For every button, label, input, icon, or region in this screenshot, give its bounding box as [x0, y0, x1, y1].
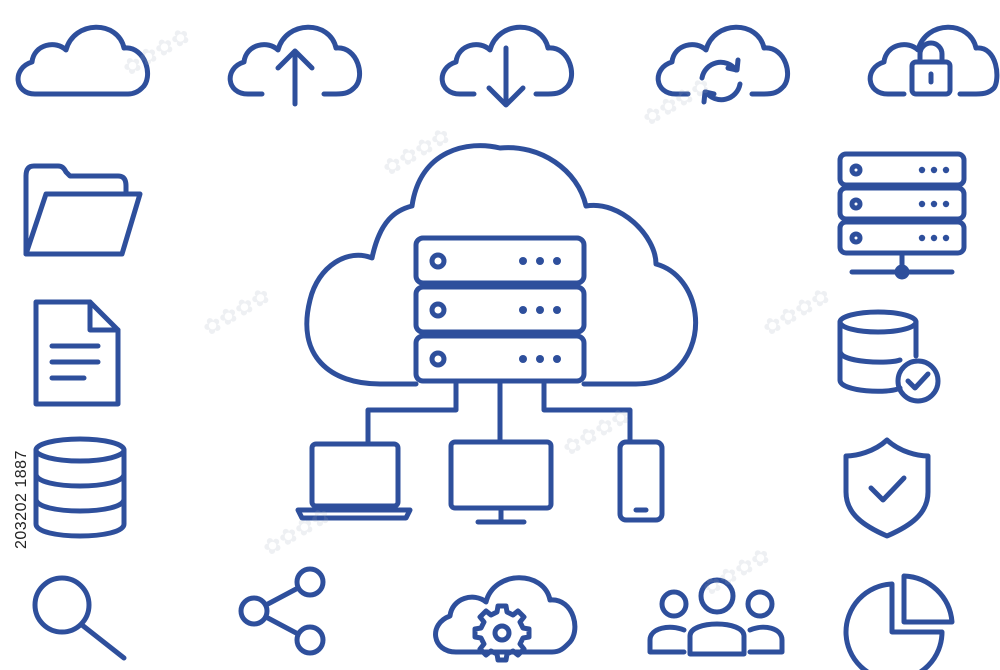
- server-network-dots: [918, 166, 950, 242]
- share-icon: [238, 566, 326, 656]
- server-network-icon: [837, 151, 967, 280]
- stock-id-text: 203202 1887: [13, 450, 30, 549]
- cloud-upload-icon: [227, 24, 363, 107]
- database-icon: [33, 436, 127, 539]
- shield-check-icon: [843, 437, 931, 539]
- database-check-icon: [837, 309, 941, 404]
- smartphone-icon: [617, 439, 665, 523]
- cloud-server-hub-icon: [304, 143, 699, 445]
- cloud-download-icon: [439, 24, 575, 108]
- folder-icon: [23, 163, 143, 257]
- search-icon: [32, 575, 127, 661]
- pie-chart-icon: [843, 573, 955, 670]
- laptop-icon: [295, 441, 413, 521]
- cloud-lock-icon: [867, 24, 1000, 97]
- cloud-settings-icon: [433, 575, 578, 663]
- monitor-icon: [448, 439, 554, 525]
- cloud-sync-icon: [655, 24, 791, 105]
- cloud-icon: [15, 24, 151, 97]
- document-icon: [33, 299, 121, 407]
- hub-server-dots: [519, 257, 561, 363]
- users-group-icon: [647, 577, 785, 657]
